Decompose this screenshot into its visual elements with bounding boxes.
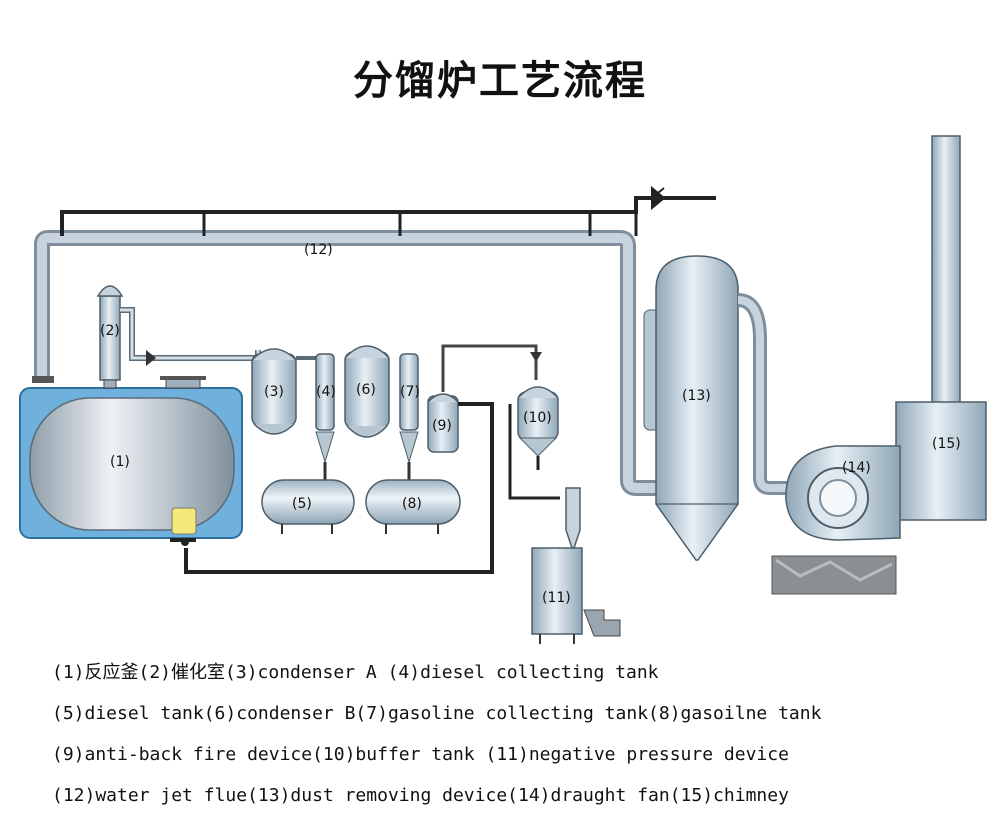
unit-label-3: (3) (264, 384, 284, 400)
legend-line: (5)diesel tank(6)condenser B(7)gasoline … (52, 703, 822, 724)
unit-label-7: (7) (400, 384, 420, 400)
unit-label-1: (1) (110, 454, 130, 470)
legend-line: (12)water jet flue(13)dust removing devi… (52, 785, 789, 806)
top-valve-icon (651, 185, 666, 211)
buffer-valve-icon (530, 352, 542, 362)
fan-base (771, 555, 897, 595)
unit-label-15: (15) (932, 436, 961, 452)
vapor-valve-icon (146, 350, 156, 366)
unit-label-9: (9) (432, 418, 452, 434)
unit-label-12: (12) (304, 242, 333, 258)
unit-label-2: (2) (100, 323, 120, 339)
diesel-tank (261, 479, 355, 525)
gasoline-collecting-tank (399, 353, 419, 431)
vapor-pipe (120, 307, 261, 361)
flue-flange (32, 376, 54, 383)
reactor-vessel (29, 397, 235, 531)
unit-label-6: (6) (356, 382, 376, 398)
chimney-base (895, 401, 987, 521)
negative-pressure-device (531, 547, 583, 635)
unit-label-11: (11) (542, 590, 571, 606)
chimney-stack (931, 135, 961, 405)
unit-label-10: (10) (523, 410, 552, 426)
legend: (1)反应釜(2)催化室(3)condenser A (4)diesel col… (52, 656, 982, 820)
unit-label-4: (4) (316, 384, 336, 400)
unit-label-5: (5) (292, 496, 312, 512)
legend-line: (1)反应釜(2)催化室(3)condenser A (4)diesel col… (52, 662, 659, 683)
diesel-collecting-tank (315, 353, 335, 431)
unit-label-14: (14) (842, 460, 871, 476)
page-title: 分馏炉工艺流程 (353, 58, 647, 104)
gasoline-tank (365, 479, 461, 525)
unit-label-8: (8) (402, 496, 422, 512)
reactor-valve-icon (171, 507, 197, 535)
legend-line: (9)anti-back fire device(10)buffer tank … (52, 744, 789, 765)
process-flow-diagram: (12) (1) (2) (3) (4) (6) (7) (9) (5) (19, 135, 987, 644)
return-pipe (184, 402, 494, 574)
fan-impeller-icon (819, 479, 857, 517)
unit-label-13: (13) (682, 388, 711, 404)
dust-removing-device (655, 255, 739, 561)
